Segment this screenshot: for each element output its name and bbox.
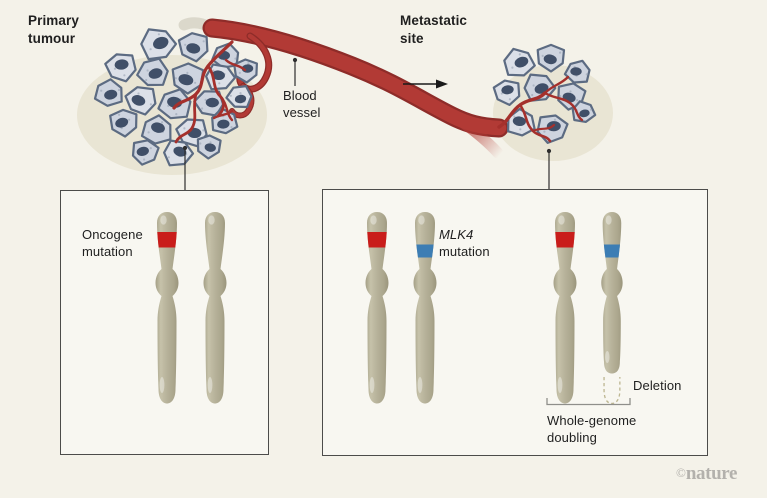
cell-nucleus (115, 117, 129, 128)
tumour-cell (196, 134, 222, 160)
tumour-cell (93, 78, 123, 107)
tumour-cell (177, 32, 209, 63)
cell-nucleus (151, 122, 165, 133)
deletion-label: Deletion (633, 378, 682, 393)
nature-credit: ©nature (676, 463, 737, 485)
cell-nucleus (205, 97, 219, 108)
cell-nucleus (217, 50, 231, 60)
cell-nucleus (562, 92, 576, 103)
tumour-cell (211, 107, 239, 135)
cell-nucleus (217, 119, 230, 129)
tumour-cell (193, 90, 225, 117)
mlk4-mutation-label: MLK4 mutation (439, 227, 519, 260)
primary-capillaries (172, 40, 247, 144)
cell-nucleus (512, 116, 526, 127)
tumour-cell (131, 139, 160, 166)
tumour-cell (536, 114, 569, 144)
cell-nucleus (136, 146, 149, 156)
tumour-cell (507, 107, 536, 137)
cell-nucleus (241, 64, 254, 73)
cell-nucleus (148, 68, 163, 79)
cell-nucleus (178, 74, 194, 86)
tumour-cell (124, 86, 157, 116)
cell-nucleus (534, 83, 549, 94)
tumour-cell (104, 53, 137, 83)
tumour-cell (523, 73, 557, 102)
tumour-cell (563, 59, 591, 84)
tumour-cell (205, 63, 237, 91)
tumour-shadows (77, 55, 613, 175)
tumour-cell (557, 82, 587, 111)
cell-nucleus (173, 146, 187, 157)
tumour-cell (163, 139, 195, 167)
tumour-cell (492, 79, 521, 107)
cell-nucleus (167, 96, 183, 108)
metastatic-tumour-illustration (492, 43, 597, 144)
nature-logo: nature (685, 463, 737, 484)
metastatic-site-label: Metastatic site (400, 13, 468, 46)
copyright-icon: © (676, 465, 686, 480)
cell-nucleus (187, 127, 202, 139)
cell-nucleus (153, 36, 169, 50)
tumour-cell (140, 28, 178, 61)
oncogene-mutation-label: Oncogene mutation (82, 227, 143, 259)
mlk4-mutation-word: mutation (439, 243, 490, 259)
tumour-cell (136, 57, 169, 87)
leader-lines (182, 57, 552, 190)
blood-vessel-label: Blood vessel (283, 88, 321, 120)
tumour-cell (211, 42, 240, 69)
tumour-cell (171, 62, 205, 95)
metastasis-arrow-icon (403, 79, 448, 89)
tumour-cell (503, 47, 536, 77)
cell-nucleus (104, 89, 118, 100)
cell-nucleus (186, 43, 201, 54)
tumour-cell (225, 84, 253, 109)
tumour-cell (536, 43, 566, 73)
tumour-cell (157, 88, 192, 120)
cell-nucleus (501, 85, 514, 95)
primary-tumour-label: Primary tumour (28, 13, 79, 46)
cell-nucleus (204, 143, 216, 152)
cell-nucleus (543, 54, 557, 65)
metastatic-capillaries (497, 75, 584, 143)
mlk4-gene-name: MLK4 (439, 227, 474, 242)
cell-nucleus (546, 121, 561, 132)
cell-nucleus (234, 94, 247, 104)
cell-nucleus (114, 59, 129, 70)
cell-nucleus (131, 95, 146, 106)
tumour-cell (140, 114, 172, 145)
cell-nucleus (579, 109, 590, 118)
tumour-cell (175, 118, 208, 148)
whole-genome-doubling-label: Whole-genome doubling (547, 413, 637, 445)
cell-nucleus (514, 56, 529, 68)
tumour-cell (109, 108, 138, 138)
tumour-cell (233, 58, 258, 84)
cell-nucleus (211, 70, 225, 81)
tumour-cell (571, 100, 597, 124)
cell-nucleus (570, 67, 582, 76)
primary-tumour-illustration (93, 28, 258, 167)
